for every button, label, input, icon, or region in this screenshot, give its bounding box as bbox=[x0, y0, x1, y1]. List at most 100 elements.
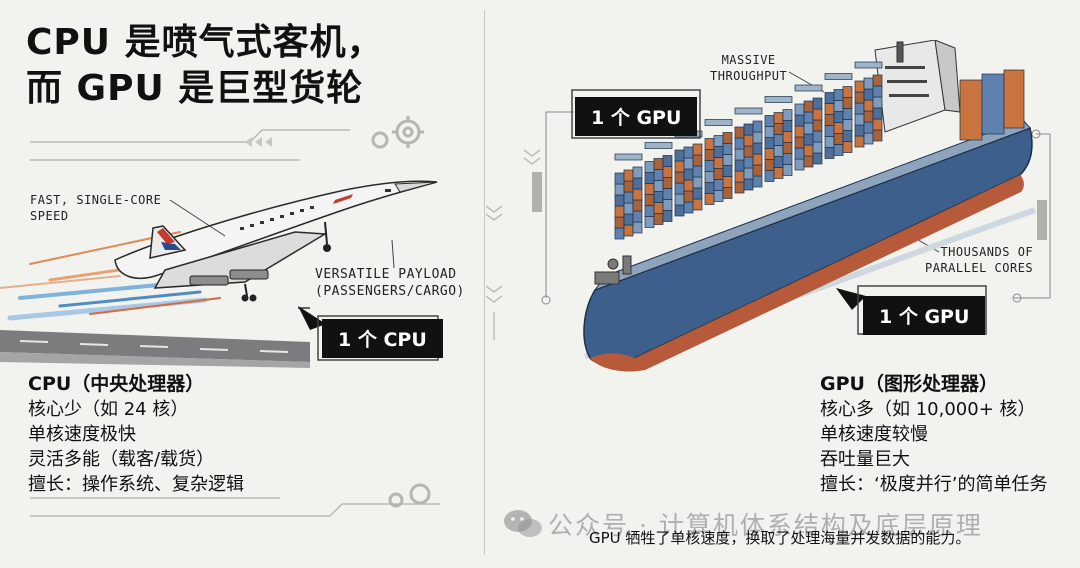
label-fast-speed-line2: SPEED bbox=[30, 209, 69, 223]
label-payload: VERSATILE PAYLOAD (PASSENGERS/CARGO) bbox=[315, 266, 465, 300]
container-box bbox=[842, 119, 853, 131]
container-top bbox=[644, 142, 673, 149]
container-box bbox=[623, 169, 634, 182]
container-box bbox=[764, 148, 775, 160]
container-box bbox=[644, 205, 655, 217]
container-box bbox=[743, 123, 754, 136]
container-box bbox=[632, 210, 643, 223]
container-box bbox=[752, 164, 763, 177]
container-box bbox=[782, 120, 793, 132]
left-decor-lines bbox=[30, 116, 440, 517]
container-top bbox=[824, 73, 853, 80]
container-box bbox=[872, 85, 883, 98]
container-box bbox=[683, 157, 694, 170]
footer-caption: GPU 牺牲了单核速度，换取了处理海量并发数据的能力。 bbox=[589, 529, 971, 547]
container-box bbox=[812, 141, 823, 154]
container-box bbox=[833, 100, 844, 112]
container-box bbox=[632, 188, 643, 201]
center-divider bbox=[484, 10, 485, 555]
container-box bbox=[743, 167, 754, 180]
container-box bbox=[872, 74, 883, 87]
container-box bbox=[623, 213, 634, 226]
container-top bbox=[614, 153, 643, 161]
container-box bbox=[803, 133, 814, 146]
container-box bbox=[614, 216, 625, 229]
container-box bbox=[683, 201, 694, 214]
gpu-info-line: 擅长：‘极度并行’的简单任务 bbox=[820, 474, 1048, 495]
container-box bbox=[842, 141, 853, 153]
container-box bbox=[872, 118, 883, 131]
label-fast-speed-line1: FAST, SINGLE-CORE bbox=[30, 193, 162, 207]
container-box bbox=[743, 134, 754, 147]
container-box bbox=[653, 213, 664, 225]
container-box bbox=[764, 159, 775, 171]
container-box bbox=[704, 138, 715, 150]
container-box bbox=[683, 146, 694, 159]
container-box bbox=[782, 164, 793, 176]
leader-line-speed bbox=[169, 199, 395, 269]
container-box bbox=[854, 91, 865, 104]
container-box bbox=[764, 126, 775, 138]
container-box bbox=[662, 155, 673, 167]
container-box bbox=[632, 199, 643, 212]
container-box bbox=[812, 97, 823, 110]
container-top bbox=[704, 119, 733, 126]
container-box bbox=[734, 170, 745, 183]
container-box bbox=[872, 129, 883, 142]
container-box bbox=[632, 177, 643, 190]
container-box bbox=[872, 96, 883, 109]
gpu-info-line: 核心多（如 10,000+ 核） bbox=[820, 399, 1036, 420]
container-box bbox=[842, 97, 853, 109]
container-box bbox=[692, 187, 703, 200]
container-box bbox=[644, 194, 655, 206]
label-fast-speed: FAST, SINGLE-CORE SPEED bbox=[30, 192, 161, 224]
container-box bbox=[614, 183, 625, 196]
container-box bbox=[854, 102, 865, 115]
container-box bbox=[842, 108, 853, 120]
container-box bbox=[752, 131, 763, 144]
container-box bbox=[803, 144, 814, 157]
container-box bbox=[722, 143, 733, 155]
container-box bbox=[713, 179, 724, 191]
container-box bbox=[722, 132, 733, 144]
container-box bbox=[644, 172, 655, 184]
container-box bbox=[782, 153, 793, 165]
cpu-info: CPU（中央处理器） 核心少（如 24 核） 单核速度极快 灵活多能（载客/载货… bbox=[28, 372, 244, 497]
container-box bbox=[734, 137, 745, 150]
container-box bbox=[704, 171, 715, 183]
container-box bbox=[662, 210, 673, 222]
label-throughput-line2: THROUGHPUT bbox=[710, 69, 788, 83]
container-top bbox=[734, 107, 763, 115]
container-box bbox=[773, 156, 784, 168]
container-box bbox=[863, 99, 874, 112]
label-cores-line2: PARALLEL CORES bbox=[925, 261, 1034, 275]
cpu-info-line: 擅长：操作系统、复杂逻辑 bbox=[28, 474, 244, 495]
container-box bbox=[833, 133, 844, 145]
gpu-info-line: 吞吐量巨大 bbox=[820, 449, 910, 470]
container-box bbox=[713, 190, 724, 202]
container-box bbox=[824, 103, 835, 115]
container-box bbox=[794, 147, 805, 160]
cpu-info-line: 核心少（如 24 核） bbox=[28, 399, 189, 420]
gpu-tag-bottom: 1 个 GPU bbox=[863, 296, 986, 335]
container-box bbox=[782, 142, 793, 154]
container-box bbox=[764, 170, 775, 182]
container-box bbox=[674, 160, 685, 173]
container-box bbox=[722, 187, 733, 199]
container-box bbox=[812, 119, 823, 132]
container-box bbox=[674, 171, 685, 184]
container-box bbox=[824, 125, 835, 137]
container-box bbox=[614, 194, 625, 207]
container-box bbox=[752, 142, 763, 155]
container-box bbox=[653, 180, 664, 192]
gpu-tag-top-frame bbox=[571, 89, 701, 139]
container-box bbox=[614, 172, 625, 185]
container-box bbox=[614, 227, 625, 240]
container-box bbox=[674, 182, 685, 195]
container-box bbox=[623, 191, 634, 204]
container-box bbox=[803, 122, 814, 135]
container-box bbox=[692, 165, 703, 178]
container-box bbox=[734, 181, 745, 194]
container-box bbox=[842, 86, 853, 98]
watermark-text: 公众号 · 计算机体系结构及底层原理 bbox=[548, 511, 983, 540]
